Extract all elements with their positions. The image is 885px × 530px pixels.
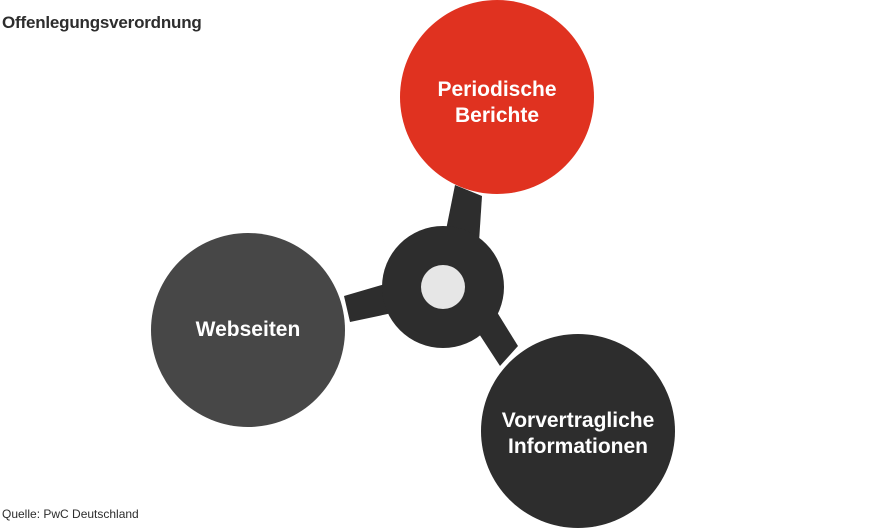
node-precontractual-info-label: Vorvertragliche Informationen (502, 408, 655, 460)
node-periodic-reports-label: Periodische Berichte (437, 77, 556, 129)
label-line: Periodische (437, 78, 557, 101)
label-line: Berichte (454, 104, 540, 127)
node-precontractual-info (481, 334, 675, 528)
label-line: Informationen (507, 435, 648, 458)
diagram-title: Offenlegungsverordnung (2, 13, 202, 32)
label-line: Vorvertragliche (501, 409, 655, 432)
hub-center (421, 265, 465, 309)
node-websites-label: Webseiten (196, 317, 301, 343)
node-websites (151, 233, 345, 427)
node-periodic-reports (400, 0, 594, 194)
label-line: Webseiten (195, 318, 301, 341)
source-note: Quelle: PwC Deutschland (2, 507, 139, 521)
